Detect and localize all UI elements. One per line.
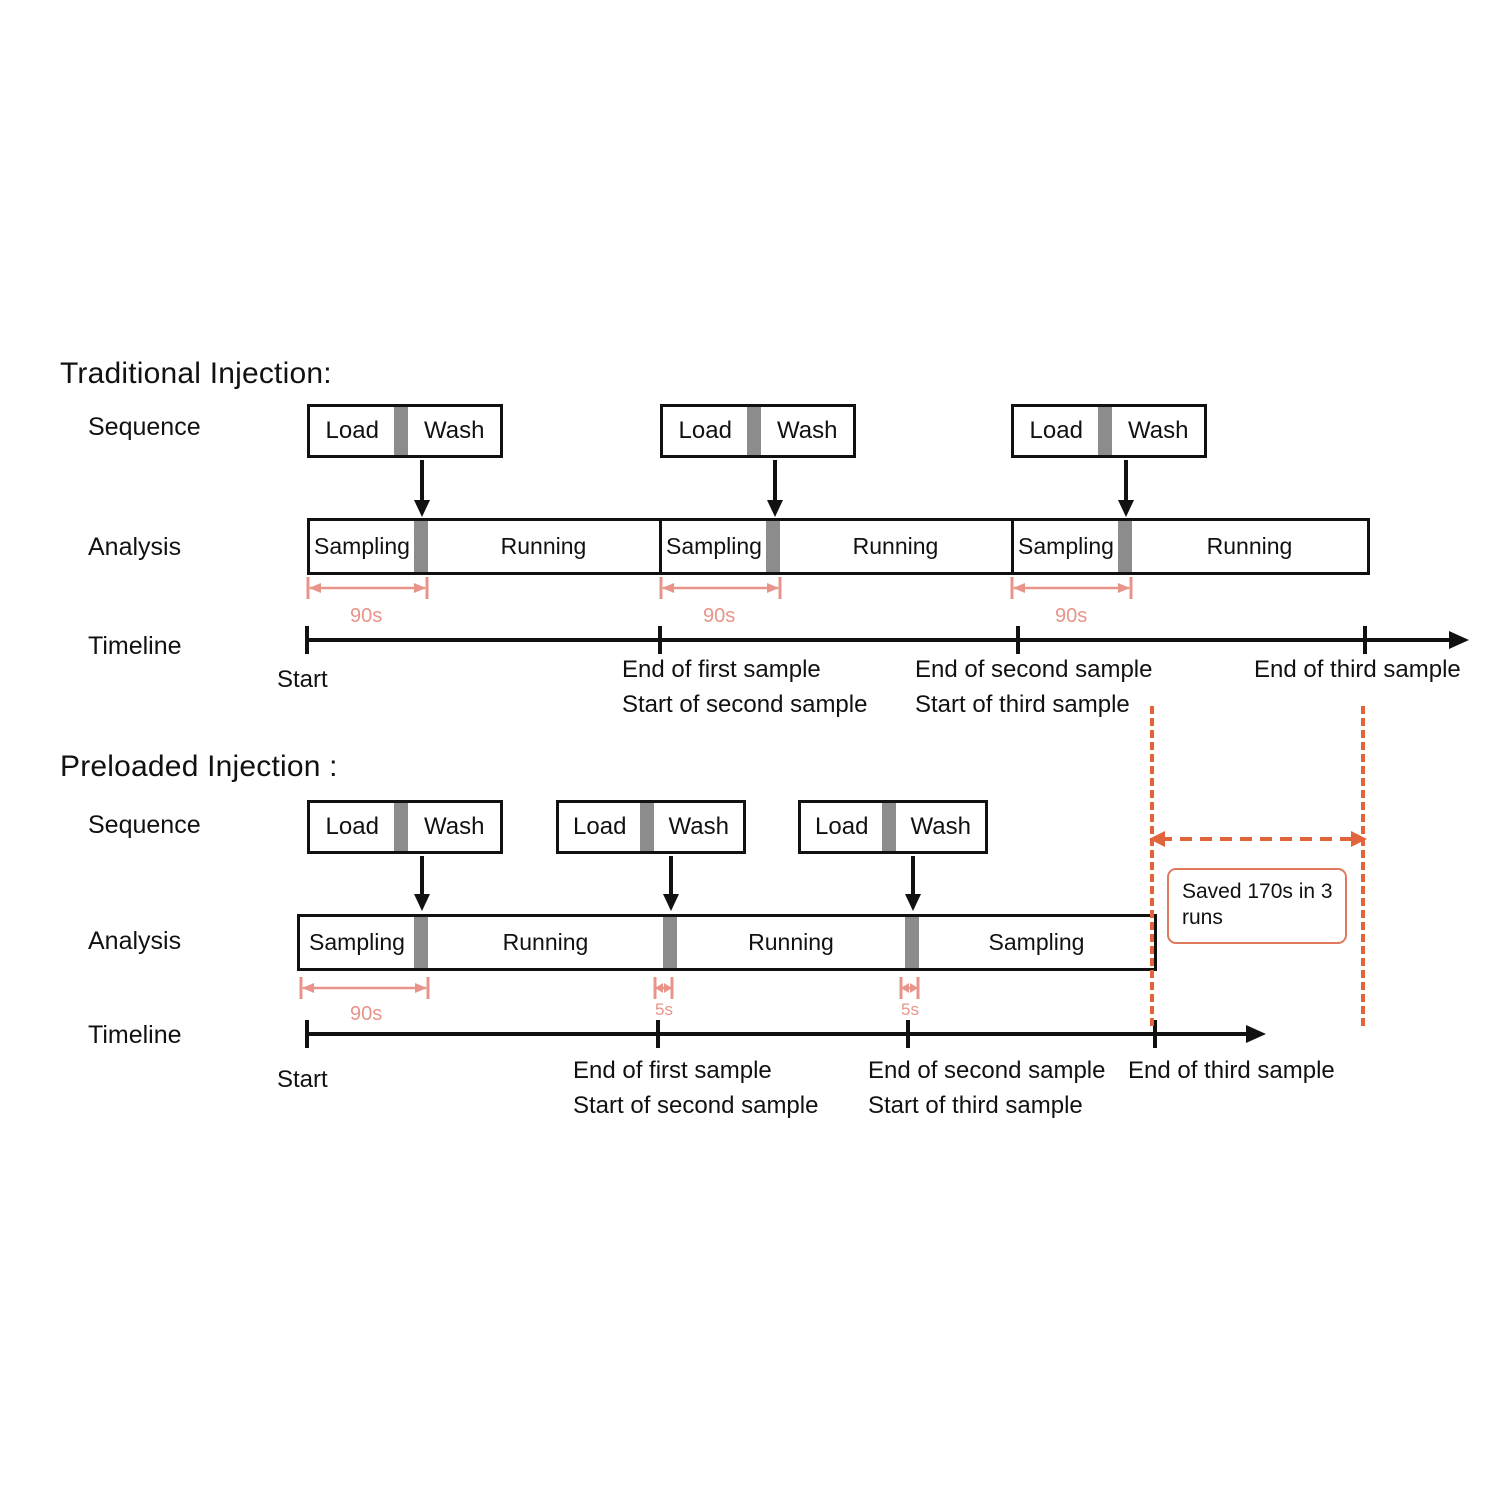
tick-line: Start of second sample (622, 690, 868, 718)
row-label-sequence-preloaded: Sequence (88, 811, 201, 839)
row-label-timeline-traditional: Timeline (88, 632, 182, 660)
wash-label: Wash (910, 813, 971, 840)
savings-guide-left (1150, 706, 1154, 1026)
analysis-cell: Running (748, 929, 834, 955)
load-wash-separator (1098, 407, 1113, 455)
timeline-tick-label-first-traditional: End of first sample Start of second samp… (622, 653, 867, 723)
sampling-running-separator (663, 917, 677, 968)
sequence-block-1-traditional[interactable]: Load Wash (307, 404, 503, 458)
measure-90s-3-label-traditional: 90s (1055, 605, 1088, 627)
section-title-traditional: Traditional Injection: (60, 357, 332, 390)
timeline-tick-label-second-preloaded: End of second sample Start of third samp… (868, 1054, 1105, 1124)
measure-90s-2-label-traditional: 90s (703, 605, 736, 627)
load-wash-separator (640, 803, 655, 851)
measure-90s-1-traditional (305, 575, 431, 601)
savings-guide-right (1361, 706, 1365, 1026)
measure-90s-1-label-preloaded: 90s (350, 1003, 383, 1025)
analysis-cell: Sampling (309, 929, 405, 955)
timeline-tick-label-first-preloaded: End of first sample Start of second samp… (573, 1054, 818, 1124)
sequence-block-3-preloaded[interactable]: Load Wash (798, 800, 988, 854)
sequence-block-1-preloaded[interactable]: Load Wash (307, 800, 503, 854)
analysis-cell: Sampling (314, 533, 410, 559)
savings-callout: Saved 170s in 3 runs (1167, 868, 1347, 944)
savings-span-arrow (1146, 828, 1370, 850)
load-label: Load (678, 417, 732, 444)
wash-label: Wash (424, 813, 485, 840)
measure-90s-3-traditional (1009, 575, 1135, 601)
row-label-timeline-preloaded: Timeline (88, 1021, 182, 1049)
flow-arrow-1-traditional (411, 460, 433, 518)
sequence-block-3-traditional[interactable]: Load Wash (1011, 404, 1207, 458)
timeline-tick-label-third-preloaded: End of third sample (1128, 1054, 1335, 1089)
tick-line: End of second sample (915, 656, 1153, 683)
timeline-axis-traditional (297, 618, 1477, 658)
flow-arrow-3-traditional (1115, 460, 1137, 518)
analysis-cell: Sampling (988, 929, 1085, 955)
flow-arrow-2-preloaded (660, 856, 682, 912)
measure-90s-1-preloaded (298, 975, 432, 1001)
sequence-block-2-traditional[interactable]: Load Wash (660, 404, 856, 458)
measure-5s-2-preloaded (898, 975, 922, 1001)
row-label-analysis-preloaded: Analysis (88, 927, 182, 955)
timeline-tick-label-start-traditional: Start (277, 663, 328, 698)
run-divider (1011, 521, 1014, 572)
load-label: Load (325, 813, 379, 840)
analysis-cell: Sampling (666, 533, 762, 559)
sampling-running-separator (414, 917, 428, 968)
timeline-tick-label-start-preloaded: Start (277, 1063, 328, 1098)
analysis-cell: Running (502, 929, 589, 955)
tick-line: End of third sample (1128, 1057, 1335, 1084)
flow-arrow-1-preloaded (411, 856, 433, 912)
flow-arrow-2-traditional (764, 460, 786, 518)
timeline-tick-label-third-traditional: End of third sample (1254, 653, 1461, 688)
timeline-tick-label-second-traditional: End of second sample Start of third samp… (915, 653, 1152, 723)
load-label: Load (1029, 417, 1083, 444)
tick-line: End of second sample (868, 1057, 1106, 1084)
row-label-sequence-traditional: Sequence (88, 413, 201, 441)
measure-90s-1-label-traditional: 90s (350, 605, 383, 627)
tick-line: End of first sample (622, 656, 821, 683)
wash-label: Wash (424, 417, 485, 444)
load-wash-separator (747, 407, 762, 455)
run-divider (659, 521, 662, 572)
analysis-cell: Running (1206, 533, 1293, 559)
sampling-running-separator (905, 917, 919, 968)
load-label: Load (325, 417, 379, 444)
analysis-strip-traditional[interactable]: Sampling Running Sampling Running Sampli… (307, 518, 1370, 575)
timeline-axis-preloaded (297, 1012, 1297, 1052)
tick-line: Start (277, 1066, 328, 1093)
analysis-cell: Running (500, 533, 587, 559)
measure-5s-2-label-preloaded: 5s (901, 1000, 919, 1019)
load-wash-separator (882, 803, 897, 851)
tick-line: Start of third sample (868, 1091, 1083, 1119)
tick-line: End of third sample (1254, 656, 1461, 683)
tick-line: Start (277, 666, 328, 693)
load-label: Load (573, 813, 627, 840)
analysis-cell: Sampling (1018, 533, 1114, 559)
wash-label: Wash (777, 417, 838, 444)
sampling-running-separator (1118, 521, 1132, 572)
tick-line: End of first sample (573, 1057, 772, 1084)
analysis-cell: Running (852, 533, 939, 559)
load-label: Load (815, 813, 869, 840)
measure-5s-1-preloaded (652, 975, 676, 1001)
flow-arrow-3-preloaded (902, 856, 924, 912)
tick-line: Start of third sample (915, 690, 1130, 718)
section-title-preloaded: Preloaded Injection : (60, 750, 338, 783)
sampling-running-separator (766, 521, 780, 572)
measure-90s-2-traditional (658, 575, 784, 601)
wash-label: Wash (668, 813, 729, 840)
wash-label: Wash (1128, 417, 1189, 444)
sequence-block-2-preloaded[interactable]: Load Wash (556, 800, 746, 854)
measure-5s-1-label-preloaded: 5s (655, 1000, 673, 1019)
row-label-analysis-traditional: Analysis (88, 533, 182, 561)
load-wash-separator (394, 407, 409, 455)
sampling-running-separator (414, 521, 428, 572)
tick-line: Start of second sample (573, 1091, 819, 1119)
load-wash-separator (394, 803, 409, 851)
analysis-strip-preloaded[interactable]: Sampling Running Running Sampling (297, 914, 1157, 971)
